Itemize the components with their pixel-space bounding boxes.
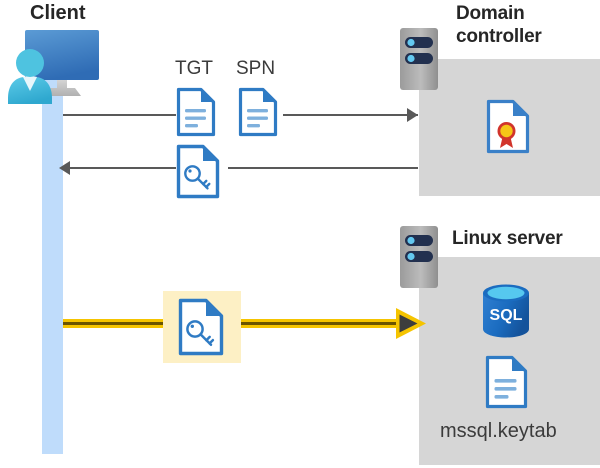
server-rack-icon	[400, 226, 438, 288]
keytab-filename-label: mssql.keytab	[440, 420, 557, 442]
reply-connector-right	[228, 167, 418, 169]
reply-arrowhead-icon	[59, 161, 70, 175]
document-lines-icon	[238, 87, 278, 137]
sql-database-icon: SQL	[480, 283, 532, 339]
spn-label: SPN	[236, 58, 276, 79]
client-title: Client	[30, 2, 86, 24]
request-connector-left	[63, 114, 176, 116]
service-ticket-connector-left	[63, 319, 168, 328]
service-ticket-arrowhead-icon	[396, 308, 426, 339]
service-ticket-connector-right	[236, 319, 404, 328]
reply-connector-left	[70, 167, 176, 169]
request-arrowhead-icon	[407, 108, 418, 122]
domain-controller-title-line2: controller	[456, 26, 542, 47]
document-lines-icon	[176, 87, 216, 137]
keytab-file-icon	[485, 355, 528, 409]
server-rack-icon	[400, 28, 438, 90]
document-key-icon	[178, 298, 224, 356]
svg-text:SQL: SQL	[490, 307, 523, 324]
request-connector-right	[283, 114, 418, 116]
document-key-icon	[176, 144, 220, 199]
linux-server-title: Linux server	[452, 228, 563, 249]
client-lifeline	[42, 70, 63, 454]
tgt-label: TGT	[175, 58, 213, 79]
domain-controller-title-line1: Domain	[456, 3, 525, 24]
user-with-monitor-icon	[5, 26, 120, 104]
certificate-icon	[486, 99, 530, 154]
